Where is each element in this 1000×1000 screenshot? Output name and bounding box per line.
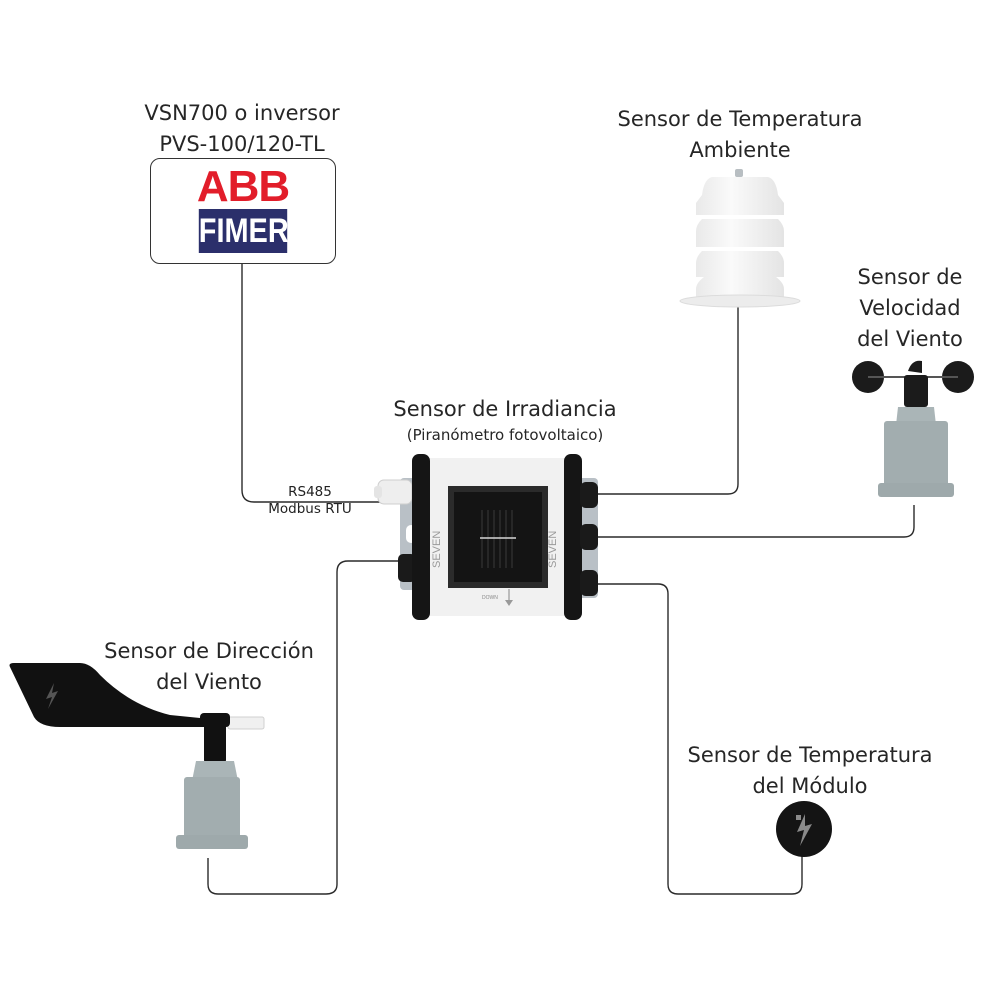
inverter-label-line2: PVS-100/120-TL bbox=[159, 132, 325, 156]
connector-right-2 bbox=[580, 524, 598, 550]
brand-mark-right: SEVEN bbox=[547, 531, 559, 568]
down-arrow-icon bbox=[505, 589, 513, 606]
cable-gland-icon bbox=[374, 479, 413, 505]
wire-irradiance-to-wind-direction bbox=[207, 560, 405, 895]
module-temp-label-line1: Sensor de Temperatura bbox=[687, 743, 933, 767]
wind-direction-label-line1: Sensor de Dirección bbox=[104, 639, 314, 663]
irradiance-sensor-title: Sensor de Irradiancia bbox=[393, 397, 617, 421]
wire-inverter-to-irradiance bbox=[241, 262, 385, 503]
wind-speed-label-line2: Velocidad bbox=[859, 296, 961, 320]
ambient-temperature-sensor-device bbox=[679, 169, 801, 308]
ambient-temp-sensor-label: Sensor de Temperatura Ambiente bbox=[580, 104, 900, 166]
module-temp-sensor-label: Sensor de Temperatura del Módulo bbox=[660, 740, 960, 802]
wire-irradiance-to-ambient-temp bbox=[595, 305, 739, 495]
fimer-logo: FIMER bbox=[198, 209, 289, 253]
brand-bolt-icon bbox=[46, 683, 58, 709]
connector-right-3 bbox=[580, 570, 598, 596]
wind-direction-label-line2: del Viento bbox=[156, 670, 262, 694]
ambient-temp-label-line1: Sensor de Temperatura bbox=[617, 107, 863, 131]
wire-irradiance-to-module-temp bbox=[595, 583, 803, 895]
down-label: DOWN bbox=[482, 595, 498, 601]
wind-vane-icon bbox=[9, 663, 265, 730]
connector-right-1 bbox=[580, 482, 598, 508]
inverter-label: VSN700 o inversor PVS-100/120-TL bbox=[100, 98, 384, 160]
module-temperature-sensor-device bbox=[776, 801, 832, 857]
modbus-label: Modbus RTU bbox=[268, 501, 352, 517]
irradiance-sensor-device: SEVEN SEVEN DOWN bbox=[374, 454, 598, 620]
inverter-label-line1: VSN700 o inversor bbox=[144, 101, 340, 125]
rs485-label: RS485 bbox=[288, 484, 332, 500]
ambient-temp-label-line2: Ambiente bbox=[689, 138, 791, 162]
wind-direction-sensor-device bbox=[9, 663, 265, 849]
wind-speed-label-line1: Sensor de bbox=[857, 265, 963, 289]
bolt-icon bbox=[797, 814, 812, 846]
brand-mark-left: SEVEN bbox=[431, 531, 443, 568]
wind-speed-label-line3: del Viento bbox=[857, 327, 963, 351]
connector-left bbox=[398, 554, 416, 582]
connection-label: RS485 Modbus RTU bbox=[250, 484, 370, 518]
irradiance-sensor-label: Sensor de Irradiancia (Piranómetro fotov… bbox=[340, 394, 670, 445]
module-temp-label-line2: del Módulo bbox=[752, 774, 868, 798]
wind-speed-sensor-label: Sensor de Velocidad del Viento bbox=[830, 262, 990, 355]
abb-logo: ABB bbox=[196, 162, 290, 211]
wind-direction-sensor-label: Sensor de Dirección del Viento bbox=[78, 636, 340, 698]
irradiance-sensor-subtitle: (Piranómetro fotovoltaico) bbox=[406, 426, 604, 444]
wind-speed-sensor-device bbox=[852, 360, 974, 497]
wire-irradiance-to-wind-speed bbox=[595, 505, 915, 538]
inverter-logo-box: ABB FIMER bbox=[150, 158, 336, 264]
solar-cell-icon bbox=[481, 510, 513, 568]
